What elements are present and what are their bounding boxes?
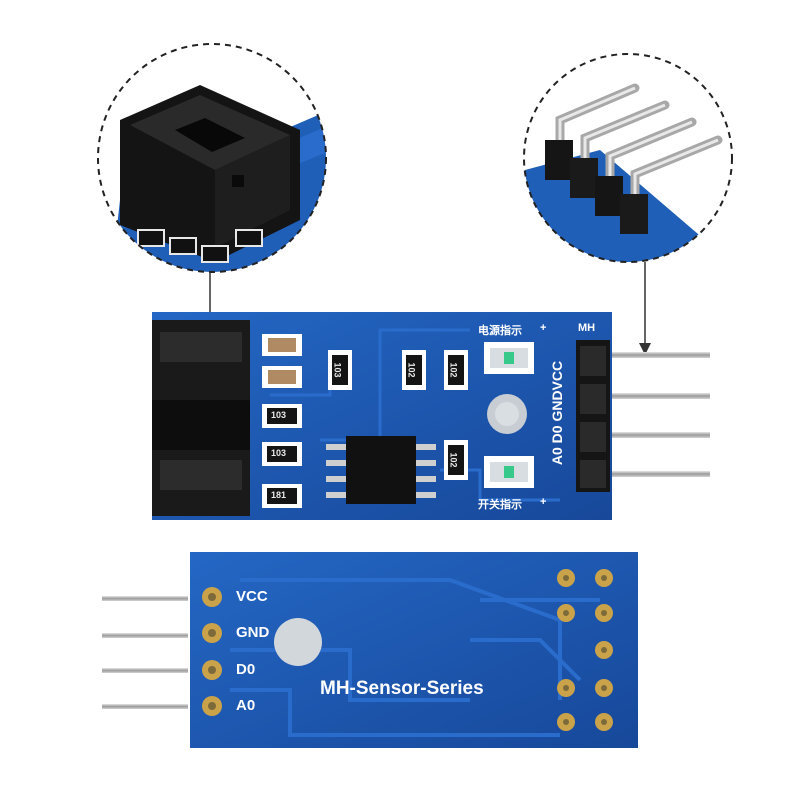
r4-code: 103 (332, 362, 343, 378)
vcc-label: VCC (236, 588, 268, 605)
gnd-label: GND (236, 624, 270, 641)
switch-indicator-label: 开关指示 (478, 499, 522, 511)
plus-bottom-label: + (540, 496, 547, 508)
series-label: MH-Sensor-Series (320, 678, 484, 699)
capacitor-icon (262, 334, 302, 388)
r5-code: 102 (406, 362, 417, 378)
ic-chip-icon (326, 436, 436, 504)
pin-labels: A0 D0 GNDVCC (549, 360, 566, 466)
right-callout (523, 53, 733, 355)
brand-label: MH (578, 322, 596, 334)
a0-label: A0 (236, 697, 256, 714)
d0-label: D0 (236, 661, 256, 678)
back-mounting-hole-icon (274, 618, 322, 666)
power-indicator-label: 电源指示 (478, 325, 522, 337)
r2-code: 103 (271, 448, 287, 458)
r7-code: 102 (448, 452, 459, 468)
resistor-icon (262, 350, 468, 508)
header-pins-closeup-icon (545, 83, 723, 234)
led-icon (484, 342, 534, 488)
r6-code: 102 (448, 362, 459, 378)
solder-pads-icon (557, 569, 613, 731)
right-angle-header-icon (600, 352, 710, 477)
plus-top-label: + (540, 322, 547, 334)
optical-slot-sensor-icon (152, 320, 250, 516)
back-board (102, 552, 638, 748)
r3-code: 181 (271, 490, 287, 500)
left-callout (97, 43, 327, 402)
r1-code: 103 (271, 410, 287, 420)
front-board (152, 312, 710, 520)
